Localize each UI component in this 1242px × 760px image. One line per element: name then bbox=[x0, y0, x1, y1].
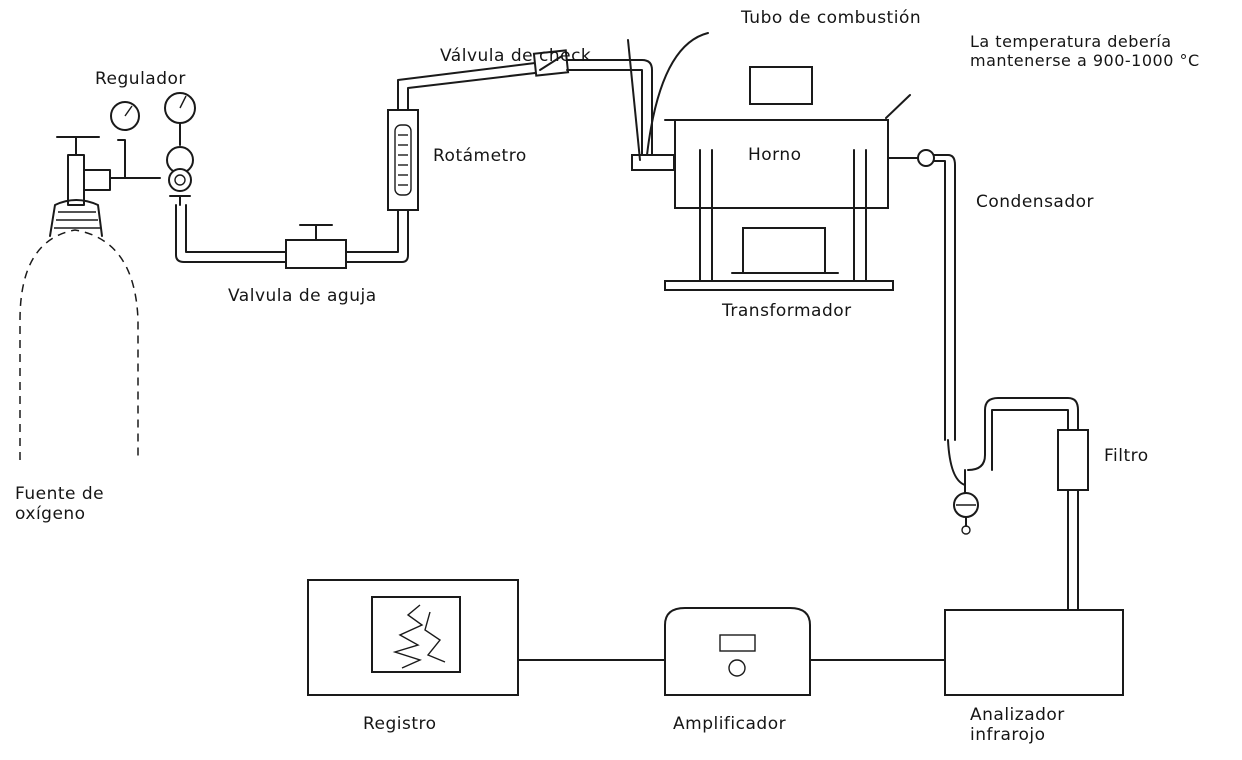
recorder bbox=[307, 579, 519, 696]
oxygen-cylinder bbox=[19, 136, 139, 460]
filter bbox=[1057, 429, 1089, 491]
label-transformador: Transformador bbox=[722, 301, 852, 321]
infrared-analyzer bbox=[944, 609, 1124, 696]
furnace bbox=[664, 66, 894, 291]
regulator bbox=[109, 92, 196, 206]
label-amplificador: Amplificador bbox=[673, 714, 787, 734]
label-analizador: Analizador infrarojo bbox=[970, 705, 1065, 746]
tube-to-needle-valve bbox=[175, 204, 287, 263]
tube-pointer bbox=[627, 39, 641, 161]
label-temperatura: La temperatura debería mantenerse a 900-… bbox=[970, 32, 1200, 71]
label-valvula-check: Válvula de check bbox=[440, 46, 592, 66]
label-fuente-oxigeno: Fuente de oxígeno bbox=[15, 484, 105, 525]
label-condensador: Condensador bbox=[976, 192, 1095, 212]
label-registro: Registro bbox=[363, 714, 437, 734]
amplifier bbox=[664, 607, 811, 696]
condenser bbox=[887, 149, 1079, 535]
label-valvula-aguja: Valvula de aguja bbox=[228, 286, 377, 306]
label-filtro: Filtro bbox=[1104, 446, 1149, 466]
combustion-tube-inlet bbox=[631, 154, 675, 171]
rotameter bbox=[387, 109, 419, 211]
label-regulador: Regulador bbox=[95, 69, 186, 89]
check-valve bbox=[532, 49, 570, 77]
label-horno: Horno bbox=[748, 145, 802, 165]
label-rotametro: Rotámetro bbox=[433, 146, 527, 166]
needle-valve bbox=[285, 224, 347, 269]
label-tubo-combustion: Tubo de combustión bbox=[741, 8, 922, 28]
